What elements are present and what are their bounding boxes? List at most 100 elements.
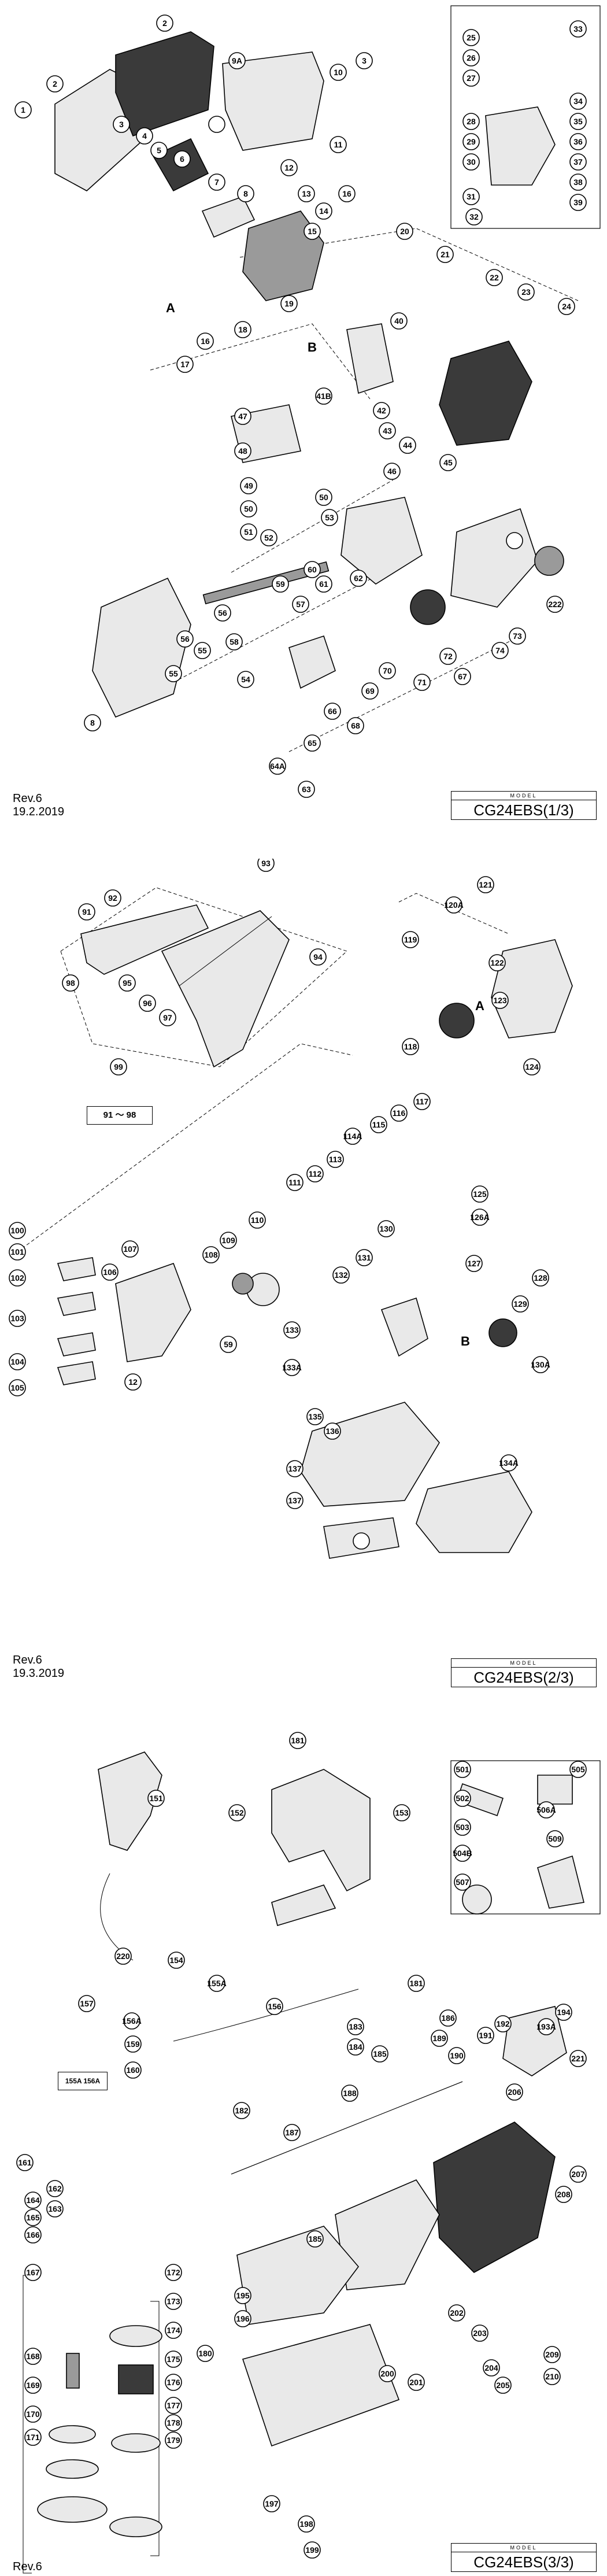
svg-text:192: 192 — [496, 2019, 510, 2028]
svg-text:157: 157 — [80, 1999, 94, 2008]
svg-text:73: 73 — [513, 631, 522, 641]
part-callout: 129 — [512, 1295, 529, 1313]
part-callout: 201 — [408, 2374, 425, 2391]
part-callout: 30 — [462, 153, 480, 171]
part-callout: 187 — [283, 2124, 301, 2141]
svg-text:207: 207 — [571, 2170, 585, 2179]
part-callout: 128 — [532, 1269, 549, 1287]
part-callout: 73 — [509, 627, 526, 645]
part-callout: 153 — [393, 1804, 410, 1821]
part-callout: 28 — [462, 113, 480, 130]
part-callout: 48 — [234, 442, 251, 460]
part-callout: 3 — [356, 52, 373, 69]
svg-text:171: 171 — [26, 2433, 40, 2442]
svg-text:47: 47 — [238, 412, 247, 421]
svg-text:179: 179 — [166, 2435, 180, 2445]
clutch-drum-case — [115, 1262, 191, 1362]
part-callout: 207 — [569, 2165, 587, 2183]
svg-text:50: 50 — [244, 504, 253, 513]
part-callout: 10 — [330, 64, 347, 81]
part-callout: 41B — [315, 387, 332, 405]
svg-text:58: 58 — [230, 637, 239, 646]
svg-text:14: 14 — [319, 206, 328, 216]
part-callout: 198 — [298, 2515, 315, 2533]
svg-text:131: 131 — [357, 1253, 371, 1262]
svg-text:92: 92 — [108, 893, 117, 903]
part-callout: 37 — [569, 153, 587, 171]
svg-text:66: 66 — [328, 707, 337, 716]
svg-text:12: 12 — [284, 163, 294, 172]
svg-text:130A: 130A — [531, 1360, 550, 1369]
clamp-piece — [57, 1332, 96, 1357]
svg-text:31: 31 — [467, 192, 476, 201]
svg-text:137: 137 — [288, 1464, 302, 1473]
part-callout: 35 — [569, 113, 587, 130]
svg-text:104: 104 — [10, 1357, 24, 1366]
svg-text:5: 5 — [157, 146, 161, 155]
part-callout: 110 — [249, 1211, 266, 1229]
svg-text:506A: 506A — [536, 1805, 556, 1814]
part-callout: 1 — [14, 101, 32, 119]
part-callout — [506, 532, 523, 549]
svg-text:155A: 155A — [207, 1979, 226, 1988]
part-callout: 72 — [439, 648, 457, 665]
svg-text:98: 98 — [66, 978, 75, 988]
part-callout: 18 — [234, 321, 251, 338]
svg-text:167: 167 — [26, 2268, 40, 2277]
part-callout: 62 — [350, 570, 367, 587]
svg-text:166: 166 — [26, 2230, 40, 2239]
part-callout: 202 — [448, 2304, 465, 2322]
svg-text:160: 160 — [126, 2065, 140, 2075]
svg-text:203: 203 — [473, 2329, 487, 2338]
svg-text:201: 201 — [409, 2378, 423, 2387]
flywheel — [410, 589, 446, 625]
part-callout: 61 — [315, 575, 332, 593]
sheet-2: 12 59 91 92 93 94 95 96 97 98 99 100 101… — [0, 859, 607, 1717]
svg-text:9A: 9A — [232, 56, 242, 65]
part-callout: 185 — [371, 2045, 388, 2063]
svg-text:183: 183 — [349, 2022, 362, 2031]
part-callout: 99 — [110, 1058, 127, 1076]
part-callout: 16 — [197, 332, 214, 350]
head-cover — [109, 2325, 162, 2347]
model-label: MODEL — [451, 1660, 596, 1668]
svg-text:193A: 193A — [536, 2022, 556, 2031]
svg-text:21: 21 — [441, 250, 450, 259]
svg-text:109: 109 — [221, 1236, 235, 1245]
svg-text:181: 181 — [291, 1736, 305, 1745]
svg-text:175: 175 — [166, 2355, 180, 2364]
clutch-shoe — [232, 1273, 254, 1295]
svg-text:151: 151 — [149, 1794, 163, 1803]
revision-block: Rev.6 — [13, 2560, 42, 2574]
svg-text:130: 130 — [379, 1224, 393, 1233]
svg-text:36: 36 — [573, 137, 583, 146]
accessories-frame — [450, 1760, 601, 1915]
model-name: CG24EBS(3/3) — [473, 2553, 574, 2571]
part-callout: 197 — [263, 2495, 280, 2512]
part-callout: 33 — [569, 20, 587, 38]
part-callout: 195 — [234, 2287, 251, 2304]
fan-case — [491, 939, 573, 1038]
part-callout: 196 — [234, 2310, 251, 2327]
svg-text:172: 172 — [166, 2268, 180, 2277]
part-callout: 193A — [536, 2018, 556, 2035]
cylinder — [242, 210, 324, 301]
part-callout: 56 — [214, 604, 231, 622]
guard-skirt — [242, 2324, 400, 2447]
reference-letter-b: B — [308, 340, 317, 354]
part-callout: 115 — [370, 1116, 387, 1133]
head-base — [109, 2516, 162, 2537]
svg-text:120A: 120A — [444, 900, 463, 910]
part-callout: 12 — [124, 1373, 142, 1391]
part-callout: 58 — [225, 633, 243, 651]
svg-text:198: 198 — [299, 2519, 313, 2529]
svg-text:39: 39 — [573, 198, 583, 207]
part-callout: 222 — [546, 596, 564, 613]
part-callout: 50 — [240, 500, 257, 518]
svg-text:164: 164 — [26, 2196, 40, 2205]
part-callout: 167 — [24, 2264, 42, 2281]
recoil-starter-case — [450, 508, 538, 608]
part-callout: 178 — [165, 2414, 182, 2431]
svg-text:128: 128 — [534, 1273, 547, 1283]
part-callout: 203 — [471, 2324, 488, 2342]
